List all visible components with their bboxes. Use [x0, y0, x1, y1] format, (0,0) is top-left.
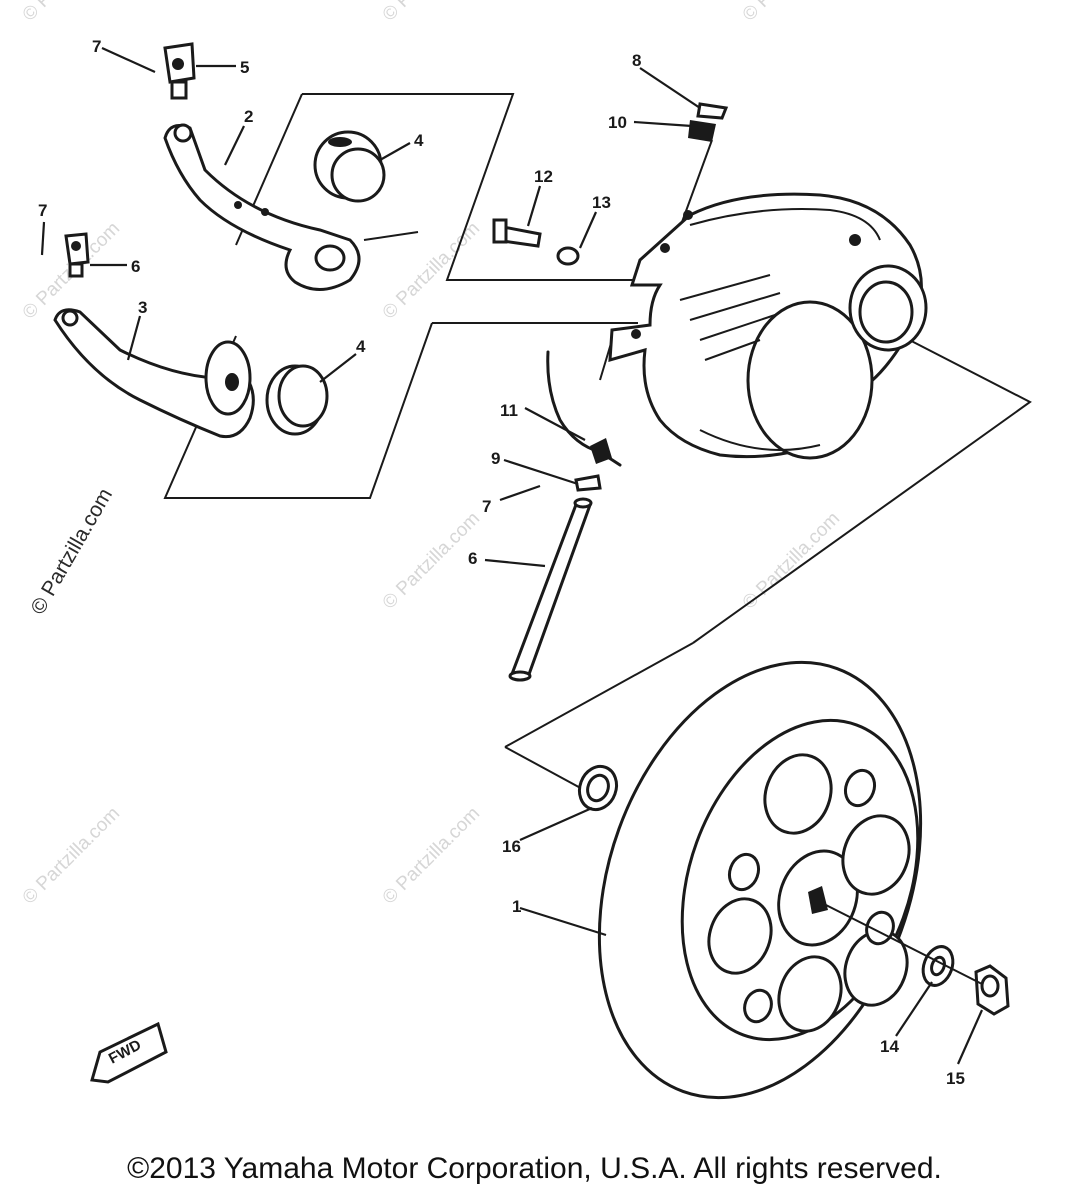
- watermark-text: © Partzilla.com: [379, 803, 484, 908]
- watermark-text: © Partzilla.com: [379, 0, 484, 26]
- callouts: 7 5 2 4 7 6 3 4 8 10 12 13 11 9 7 6 16 1…: [38, 37, 965, 1088]
- callout-12: 12: [534, 167, 553, 186]
- spring-11: [546, 350, 622, 467]
- callout-4: 4: [356, 337, 366, 356]
- arm-2: [163, 123, 361, 291]
- callout-1: 1: [512, 897, 521, 916]
- clamp-6: [64, 232, 90, 278]
- callout-3: 3: [138, 298, 147, 317]
- watermark-text: © Partzilla.com: [739, 0, 844, 26]
- callout-2: 2: [244, 107, 253, 126]
- callout-9: 9: [491, 449, 500, 468]
- leader-lines: [40, 46, 984, 1065]
- callout-15: 15: [946, 1069, 965, 1088]
- callout-6: 6: [131, 257, 140, 276]
- callout-10: 10: [608, 113, 627, 132]
- callout-11: 11: [500, 401, 518, 420]
- cap-4-lower: [265, 364, 329, 436]
- watermark-side-text: © Partzilla.com: [26, 484, 117, 618]
- watermark-text: © Partzilla.com: [739, 508, 844, 613]
- washer-16: [577, 764, 619, 812]
- clamp-5: [163, 42, 196, 100]
- watermark-text: © Partzilla.com: [19, 803, 124, 908]
- watermark-text: © Partzilla.com: [19, 0, 124, 26]
- copyright-footer: ©2013 Yamaha Motor Corporation, U.S.A. A…: [127, 1152, 942, 1185]
- washer-14: [921, 945, 955, 987]
- forward-arrow-icon: FWD: [90, 1021, 168, 1084]
- callout-4: 4: [414, 131, 424, 150]
- callout-8: 8: [632, 51, 641, 70]
- bleeder-9-upper: [688, 102, 729, 142]
- cap-4-upper: [313, 130, 386, 203]
- axis-line: [819, 901, 983, 985]
- bolt-12: [492, 218, 542, 248]
- callout-16: 16: [502, 837, 521, 856]
- caliper-body: [608, 192, 928, 460]
- callout-6: 6: [468, 549, 477, 568]
- callout-13: 13: [592, 193, 611, 212]
- arm-3: [53, 308, 255, 439]
- bleeder-9-lower: [574, 474, 602, 492]
- callout-14: 14: [880, 1037, 899, 1056]
- nut-13: [556, 246, 580, 266]
- nut-15: [974, 964, 1010, 1016]
- brake-disc-1: [597, 660, 923, 1100]
- pin-8: [508, 497, 593, 682]
- callout-7: 7: [482, 497, 491, 516]
- callout-7: 7: [92, 37, 101, 56]
- callout-7: 7: [38, 201, 47, 220]
- callout-5: 5: [240, 58, 249, 77]
- watermark-text: © Partzilla.com: [379, 218, 484, 323]
